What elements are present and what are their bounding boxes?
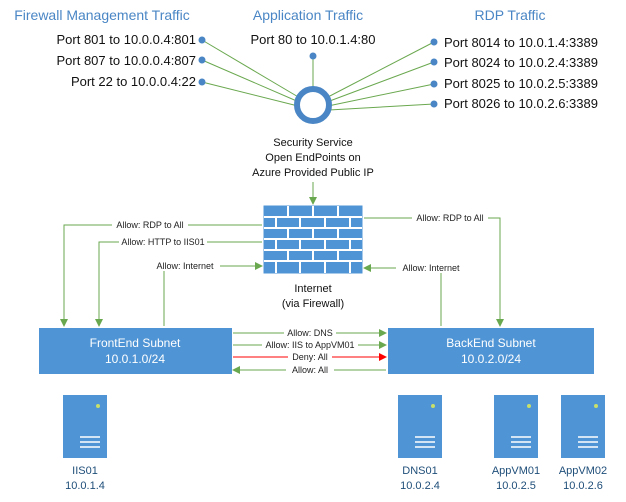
rule-iis-to-appvm01: Allow: IIS to AppVM01 [265, 340, 354, 350]
server-ip-iis01: 10.0.1.4 [65, 480, 105, 492]
rule-rdp-to-all-left: Allow: RDP to All [116, 220, 183, 230]
rule-internet-left: Allow: Internet [156, 261, 214, 271]
frontend-subnet [39, 328, 232, 374]
server-icon-appvm02 [561, 395, 605, 458]
port-label-rdp-8014: Port 8014 to 10.0.1.4:3389 [444, 35, 598, 50]
port-label-fw-807: Port 807 to 10.0.0.4:807 [57, 53, 197, 68]
server-ip-appvm01: 10.0.2.5 [496, 480, 536, 492]
header-rdp-traffic: RDP Traffic [474, 7, 545, 23]
port-label-rdp-8024: Port 8024 to 10.0.2.4:3389 [444, 55, 598, 70]
server-icon-appvm01 [494, 395, 538, 458]
rule-deny-all: Deny: All [292, 352, 328, 362]
service-label-line2: Open EndPoints on [265, 152, 360, 164]
server-name-appvm01: AppVM01 [492, 465, 540, 477]
frontend-subnet-cidr: 10.0.1.0/24 [105, 352, 165, 366]
server-name-iis01: IIS01 [72, 465, 98, 477]
server-ip-appvm02: 10.0.2.6 [563, 480, 603, 492]
port-dot [198, 36, 206, 44]
rule-http-to-iis01: Allow: HTTP to IIS01 [121, 237, 204, 247]
server-icon-dns01 [398, 395, 442, 458]
header-firewall-management: Firewall Management Traffic [14, 7, 190, 23]
rule-internet-right: Allow: Internet [402, 263, 460, 273]
firewall-icon [263, 205, 363, 274]
port-dot [430, 38, 438, 46]
port-label-rdp-8025: Port 8025 to 10.0.2.5:3389 [444, 76, 598, 91]
rule-dns: Allow: DNS [287, 328, 333, 338]
port-dot [430, 80, 438, 88]
port-label-rdp-8026: Port 8026 to 10.0.2.6:3389 [444, 96, 598, 111]
server-name-dns01: DNS01 [402, 465, 437, 477]
port-dot [430, 100, 438, 108]
rule-rdp-to-all-right: Allow: RDP to All [416, 213, 483, 223]
port-dot [309, 52, 317, 60]
port-label-fw-801: Port 801 to 10.0.0.4:801 [57, 32, 197, 47]
server-icon-iis01 [63, 395, 107, 458]
port-label-app-80: Port 80 to 10.0.1.4:80 [250, 32, 375, 47]
header-application-traffic: Application Traffic [253, 7, 363, 23]
rule-allow-all: Allow: All [292, 365, 328, 375]
server-ip-dns01: 10.0.2.4 [400, 480, 440, 492]
port-dot [198, 78, 206, 86]
service-label-line3: Azure Provided Public IP [252, 167, 374, 179]
server-name-appvm02: AppVM02 [559, 465, 607, 477]
backend-subnet-cidr: 10.0.2.0/24 [461, 352, 521, 366]
backend-subnet-name: BackEnd Subnet [446, 336, 536, 350]
port-dot [198, 56, 206, 64]
port-dot [430, 58, 438, 66]
service-label-line1: Security Service [273, 137, 352, 149]
frontend-subnet-name: FrontEnd Subnet [90, 336, 181, 350]
backend-subnet [388, 328, 594, 374]
port-label-fw-22: Port 22 to 10.0.0.4:22 [71, 74, 196, 89]
internet-label-line1: Internet [294, 283, 331, 295]
port-connectors [201, 39, 435, 111]
security-service-icon [294, 86, 332, 124]
internet-label-line2: (via Firewall) [282, 298, 344, 310]
